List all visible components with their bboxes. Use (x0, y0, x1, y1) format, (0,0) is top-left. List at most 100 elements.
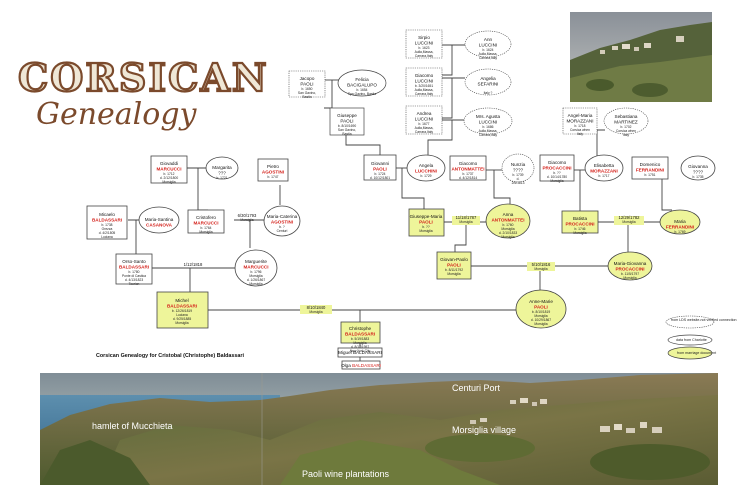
person-first-name: Angel-Maria (568, 113, 593, 118)
marriage-place: Morsiglia (240, 218, 253, 222)
person-detail: Bastia (342, 132, 351, 136)
person-name: Miguel BALDASSARI (338, 350, 382, 355)
person-first-name: Michel (175, 298, 188, 303)
person-detail: Morsiglia (353, 341, 366, 345)
person-first-name: Sirpio (418, 35, 430, 40)
person-box-felicia (337, 69, 387, 97)
legend-item-lds: from LDS website-not verified connection (671, 318, 737, 322)
person-detail: Carrara,Italy (415, 130, 433, 134)
person-first-name: Christophe (349, 326, 372, 331)
person-last-name: LUCCINI (415, 117, 433, 122)
person-detail: b. 1780 (129, 270, 140, 274)
person-detail: b. 1718 (575, 124, 586, 128)
person-box-christophe (340, 321, 381, 344)
person-first-name: Sebastiana (615, 114, 638, 119)
person-first-name: Giovanni (371, 161, 389, 166)
person-box-giovanni_p (363, 154, 397, 181)
person-box-giovanna_q (680, 155, 716, 181)
person-last-name: PAOLI (447, 263, 461, 268)
person-detail: Aulla,Massa, (479, 129, 498, 133)
person-box-giuseppe_p (329, 107, 365, 136)
person-last-name: PAOLI (419, 220, 433, 225)
person-detail: San Gavino, (338, 128, 356, 132)
person-box-nunzia (501, 153, 535, 183)
person-detail: b. 1724 (375, 172, 386, 176)
legend: from LDS website-not verified connection… (665, 315, 737, 360)
person-detail: b. 1747 (268, 175, 279, 179)
person-box-domenico (631, 156, 669, 180)
person-detail: Morsiglia (419, 229, 432, 233)
person-first-name: Giovan-Paolo (440, 257, 468, 262)
person-last-name: BALDASSARI (92, 218, 122, 223)
person-box-giacomo_pr (539, 154, 575, 182)
person-detail: Morsiglia (175, 321, 188, 325)
person-last-name: LUCCINI (415, 41, 433, 46)
person-detail: Morsiglia (249, 274, 262, 278)
person-first-name: Miguel (338, 350, 353, 355)
person-last-name: BALDASSARI (352, 363, 381, 368)
marriage-place: Morsiglia (622, 220, 635, 224)
person-detail: Morsiglia (501, 227, 514, 231)
person-detail: b. 1737 (463, 172, 474, 176)
person-detail: Orezza (102, 227, 113, 231)
person-box-sirpio (405, 29, 443, 59)
person-box-angel_maria (562, 107, 598, 135)
marriage-date: 5/10/1816 (532, 262, 551, 267)
person-detail: Morsiglia (573, 231, 586, 235)
village-photo (570, 12, 712, 102)
person-last-name: LUCCINI (479, 43, 497, 48)
person-box-cristofero (187, 209, 225, 234)
label-plantations: Paoli wine plantations (302, 469, 390, 479)
person-detail: b. 1751 (645, 173, 656, 177)
person-detail: Ponte di Castica (122, 274, 146, 278)
person-last-name: ANTONMATTEI (491, 218, 524, 223)
person-box-olga (341, 360, 381, 370)
person-detail: b. 1746 (575, 227, 586, 231)
person-first-name: Pietro (267, 164, 279, 169)
marriage-m_orso: 1/12/1818 (184, 262, 203, 267)
person-box-michel (156, 291, 209, 329)
person-box-giacomo_a (449, 155, 487, 181)
person-first-name: Giacomo (548, 160, 567, 165)
person-detail: Italy (577, 132, 583, 136)
person-box-ann (464, 30, 512, 58)
person-detail: San Gavino, (298, 91, 316, 95)
person-detail: b. 1760 (503, 223, 514, 227)
person-detail: Luciana (101, 235, 113, 239)
person-detail: b. 3/20/1651 (415, 84, 433, 88)
person-first-name: Giovanna (688, 164, 708, 169)
person-detail: b. 5/19/1883 (351, 337, 369, 341)
marriage-place: Morsiglia (459, 220, 472, 224)
person-detail: Aulla,Massa, (415, 88, 434, 92)
marriage-place: Morsiglia (309, 310, 322, 314)
legend-item-charlotte: data from Charlotte (676, 338, 707, 342)
person-detail: Morsiglia (199, 230, 212, 234)
person-first-name: Andrea (417, 111, 432, 116)
person-first-name: Angela (419, 163, 434, 168)
person-box-margarita (205, 156, 239, 180)
person-first-name: Anna (503, 212, 514, 217)
person-last-name: AGOSTINI (262, 170, 284, 175)
title-main: CORSICAN (18, 55, 269, 100)
person-box-elisabetta (584, 154, 624, 182)
person-detail: b. 1735 (693, 175, 704, 179)
person-detail: b. 1721 (217, 176, 228, 180)
person-detail: b. 1796 (251, 270, 262, 274)
person-detail: New York City (350, 349, 371, 353)
label-centuri-port: Centuri Port (452, 383, 501, 393)
person-box-mrs_agusta (463, 107, 513, 135)
person-detail: b. 12/26/1819 (172, 309, 192, 313)
